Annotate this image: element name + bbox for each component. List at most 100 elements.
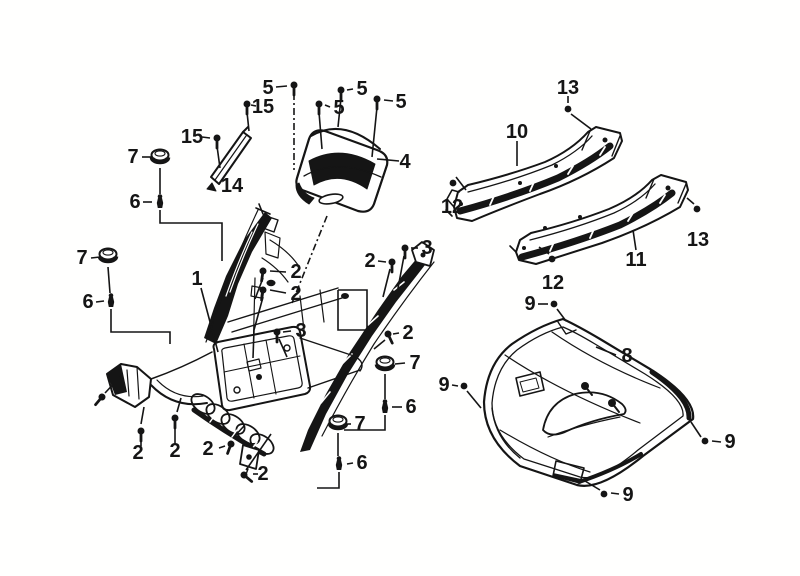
screw-fastener-icon [259,267,267,283]
screw-fastener-icon [137,427,145,443]
bolt-fastener-icon [381,399,389,413]
dot-fastener-icon [460,382,468,390]
leader-lines [90,85,722,495]
callout-13: 13 [557,77,579,99]
callout-8: 8 [621,345,632,367]
leader-line [570,113,592,130]
leader-line [377,260,387,263]
leader-line [282,330,292,333]
callout-4: 4 [399,151,411,173]
callout-6: 6 [82,291,93,313]
leader-line [291,215,328,304]
leader-line [107,266,111,294]
part-8-drawing [482,317,695,487]
part-4-drawing [295,128,389,213]
screw-fastener-icon [315,100,323,116]
leader-line [337,289,368,331]
screw-fastener-icon [240,471,254,483]
callout-3: 3 [295,320,306,342]
callout-2: 2 [290,283,301,305]
callout-5: 5 [356,78,367,100]
cap-fastener-icon [374,355,396,372]
callout-9: 9 [622,484,633,506]
callout-9: 9 [724,431,735,453]
screw-fastener-icon [273,328,281,344]
callout-2: 2 [169,440,180,462]
cap-fastener-icon [149,148,171,165]
leader-line [610,492,620,495]
leader-line [278,338,288,358]
callout-14: 14 [221,175,244,197]
leader-line [337,97,342,128]
callout-2: 2 [132,442,143,464]
part-1-drawing [106,203,435,478]
leader-line [382,268,391,298]
screw-fastener-icon [213,134,221,150]
screw-fastener-icon [373,95,381,111]
leader-line [686,197,695,205]
leader-line [232,425,245,439]
cap-fastener-icon [327,414,349,431]
callout-7: 7 [76,247,87,269]
leader-line [371,106,378,158]
leader-line [711,440,722,443]
leader-line [269,289,287,294]
leader-line [383,99,394,102]
bolt-fastener-icon [335,456,343,470]
leader-line [250,104,257,107]
callout-2: 2 [290,261,301,283]
leader-line [395,255,405,300]
leader-line [451,384,459,387]
callout-6: 6 [405,396,416,418]
screw-fastener-icon [94,393,106,407]
part-10-drawing [445,126,623,222]
leader-line [373,339,386,350]
leader-line [346,88,354,91]
callout-13: 13 [687,229,709,251]
leader-line [394,362,406,365]
leader-line [201,136,211,139]
leader-line [455,176,467,191]
screw-fastener-icon [384,330,394,345]
leader-line [466,390,482,409]
callout-2: 2 [257,463,268,485]
callout-15: 15 [181,126,203,148]
callout-15: 15 [252,96,274,118]
dot-fastener-icon [564,105,572,113]
screw-fastener-icon [290,81,298,97]
leader-line [538,246,550,255]
callout-7: 7 [409,352,420,374]
leader-line [200,287,219,353]
cap-fastener-icon [97,247,119,264]
dot-fastener-icon [449,179,457,187]
leader-line [392,332,400,335]
bolt-fastener-icon [156,194,164,208]
leader-line [344,415,386,431]
callout-9: 9 [438,374,449,396]
leader-line [595,346,617,356]
leader-line [269,270,287,273]
callout-6: 6 [356,452,367,474]
leader-line [584,480,601,491]
part-11-drawing [509,174,689,265]
dot-fastener-icon [701,437,709,445]
leader-line [159,210,223,261]
leader-line [245,433,272,471]
leader-line [632,229,637,251]
callout-2: 2 [364,250,375,272]
screw-fastener-icon [337,86,345,102]
leader-line [95,300,105,303]
callout-3: 3 [421,237,432,259]
callout-7: 7 [127,146,138,168]
dot-fastener-icon [693,205,701,213]
leader-line [275,85,288,88]
callout-12: 12 [542,272,564,294]
leader-line [218,445,226,449]
callout-6: 6 [129,191,140,213]
screw-fastener-icon [388,258,396,274]
leader-line [346,462,354,465]
dot-fastener-icon [600,490,608,498]
